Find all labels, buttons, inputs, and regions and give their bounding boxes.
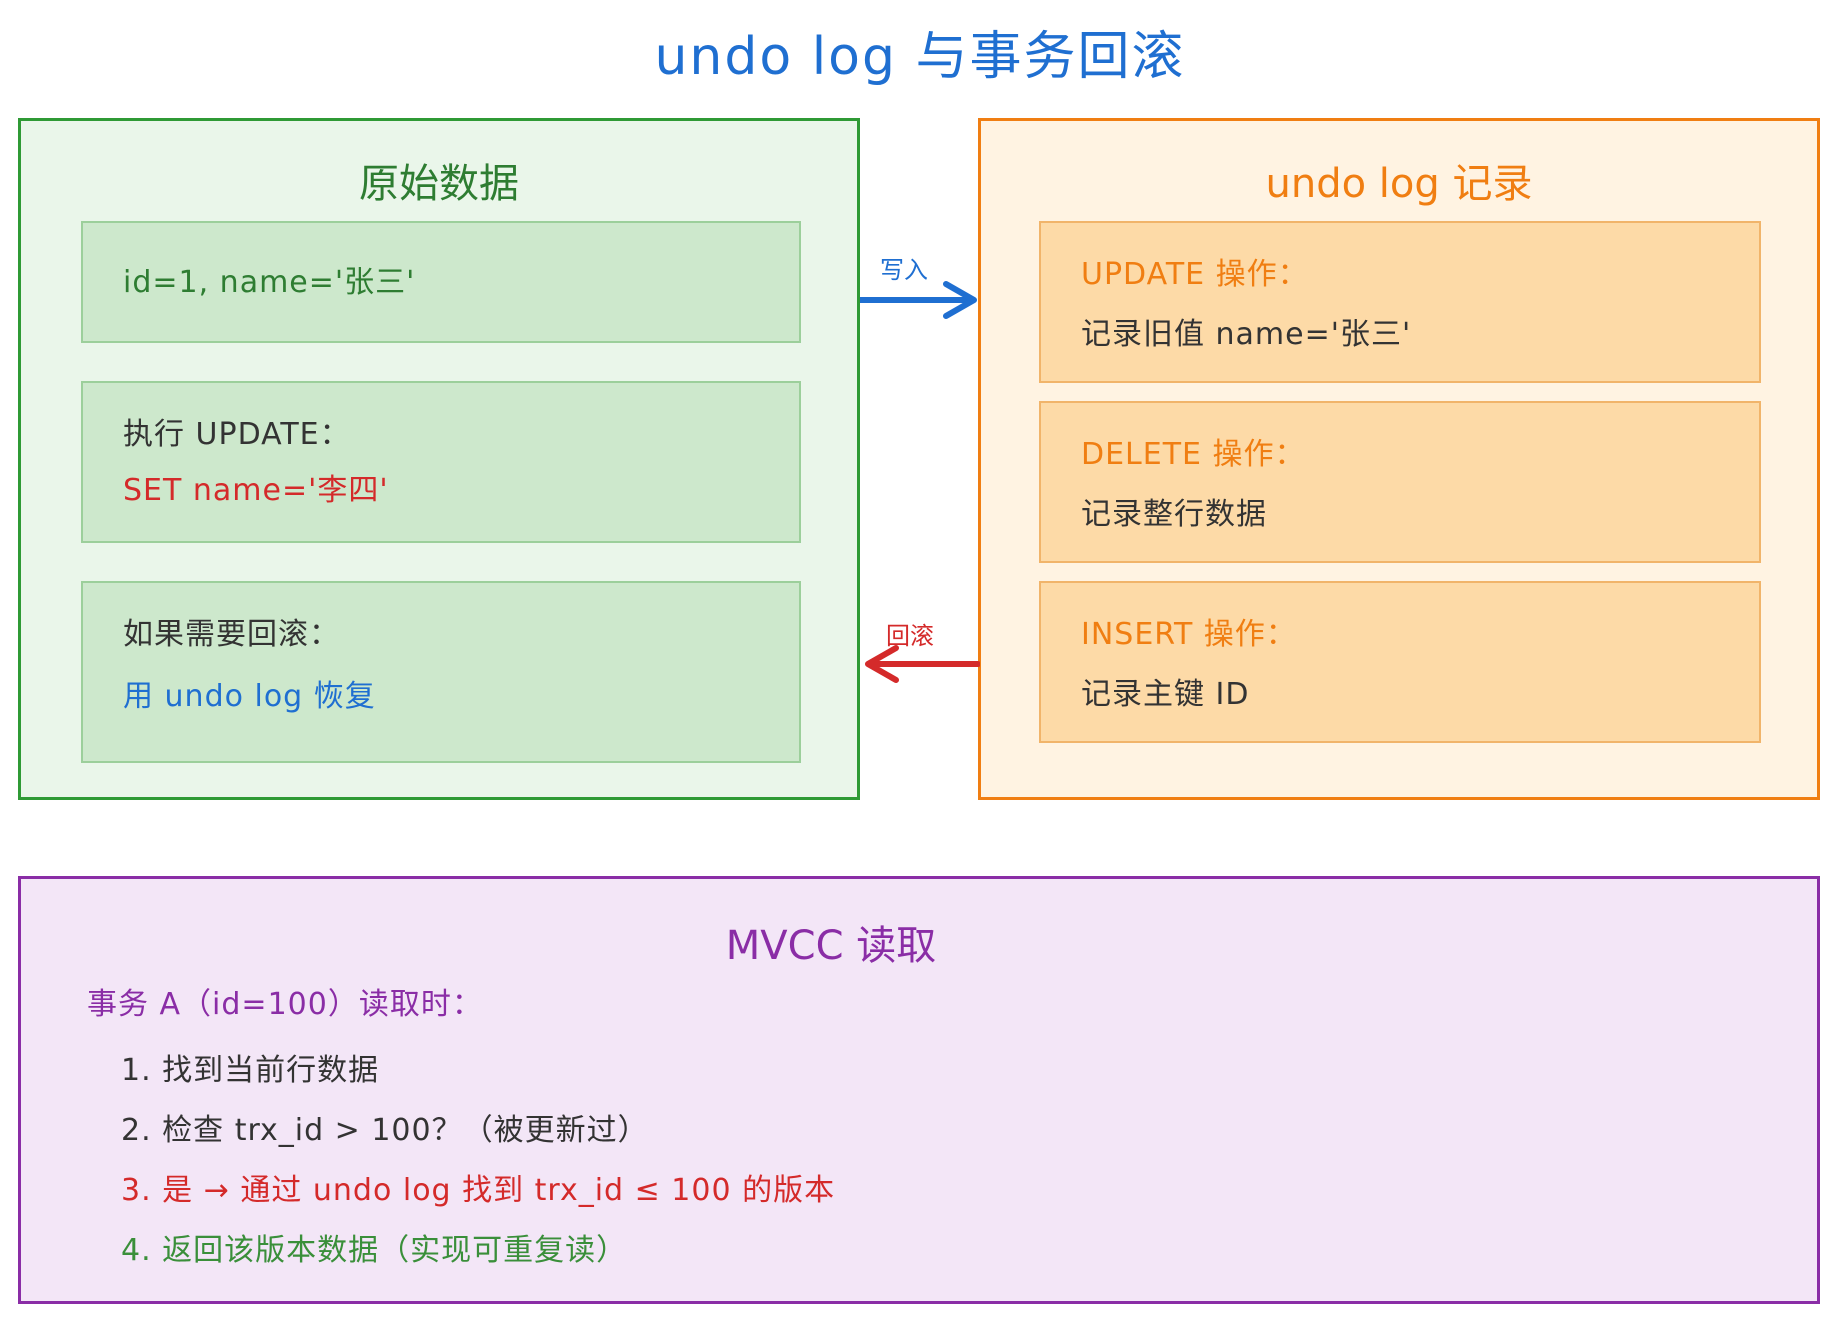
undo-update-card: UPDATE 操作： 记录旧值 name='张三' bbox=[1039, 221, 1761, 383]
update-step-sql: SET name='李四' bbox=[123, 473, 389, 508]
undo-update-detail: 记录旧值 name='张三' bbox=[1081, 317, 1412, 352]
undo-delete-card: DELETE 操作： 记录整行数据 bbox=[1039, 401, 1761, 563]
undo-update-heading: UPDATE 操作： bbox=[1081, 257, 1309, 292]
mvcc-step-1: 1. 找到当前行数据 bbox=[121, 1053, 380, 1088]
undo-delete-detail: 记录整行数据 bbox=[1081, 497, 1267, 532]
rollback-step-label: 如果需要回滚： bbox=[123, 617, 340, 652]
rollback-arrow bbox=[865, 645, 980, 683]
mvcc-panel: MVCC 读取 事务 A（id=100）读取时： 1. 找到当前行数据 2. 检… bbox=[18, 876, 1820, 1304]
undo-log-title: undo log 记录 bbox=[1265, 161, 1533, 207]
diagram-title: undo log 与事务回滚 bbox=[654, 27, 1186, 87]
mvcc-intro: 事务 A（id=100）读取时： bbox=[87, 987, 483, 1022]
update-step-card: 执行 UPDATE： SET name='李四' bbox=[81, 381, 801, 543]
mvcc-step-4: 4. 返回该版本数据（实现可重复读） bbox=[121, 1233, 628, 1268]
mvcc-step-3: 3. 是 → 通过 undo log 找到 trx_id ≤ 100 的版本 bbox=[121, 1173, 836, 1208]
undo-log-panel: undo log 记录 UPDATE 操作： 记录旧值 name='张三' DE… bbox=[978, 118, 1820, 800]
original-row-text: id=1, name='张三' bbox=[123, 265, 416, 300]
original-data-title: 原始数据 bbox=[359, 161, 519, 207]
mvcc-title: MVCC 读取 bbox=[725, 923, 937, 969]
write-arrow-label: 写入 bbox=[880, 256, 928, 284]
rollback-step-card: 如果需要回滚： 用 undo log 恢复 bbox=[81, 581, 801, 763]
undo-insert-heading: INSERT 操作： bbox=[1081, 617, 1297, 652]
original-row-card: id=1, name='张三' bbox=[81, 221, 801, 343]
rollback-arrow-label: 回滚 bbox=[886, 622, 934, 650]
undo-insert-detail: 记录主键 ID bbox=[1081, 677, 1250, 712]
undo-delete-heading: DELETE 操作： bbox=[1081, 437, 1306, 472]
update-step-label: 执行 UPDATE： bbox=[123, 417, 351, 452]
rollback-step-action: 用 undo log 恢复 bbox=[123, 679, 376, 714]
undo-insert-card: INSERT 操作： 记录主键 ID bbox=[1039, 581, 1761, 743]
mvcc-step-2: 2. 检查 trx_id > 100？（被更新过） bbox=[121, 1113, 649, 1148]
original-data-panel: 原始数据 id=1, name='张三' 执行 UPDATE： SET name… bbox=[18, 118, 860, 800]
write-arrow bbox=[860, 281, 977, 319]
